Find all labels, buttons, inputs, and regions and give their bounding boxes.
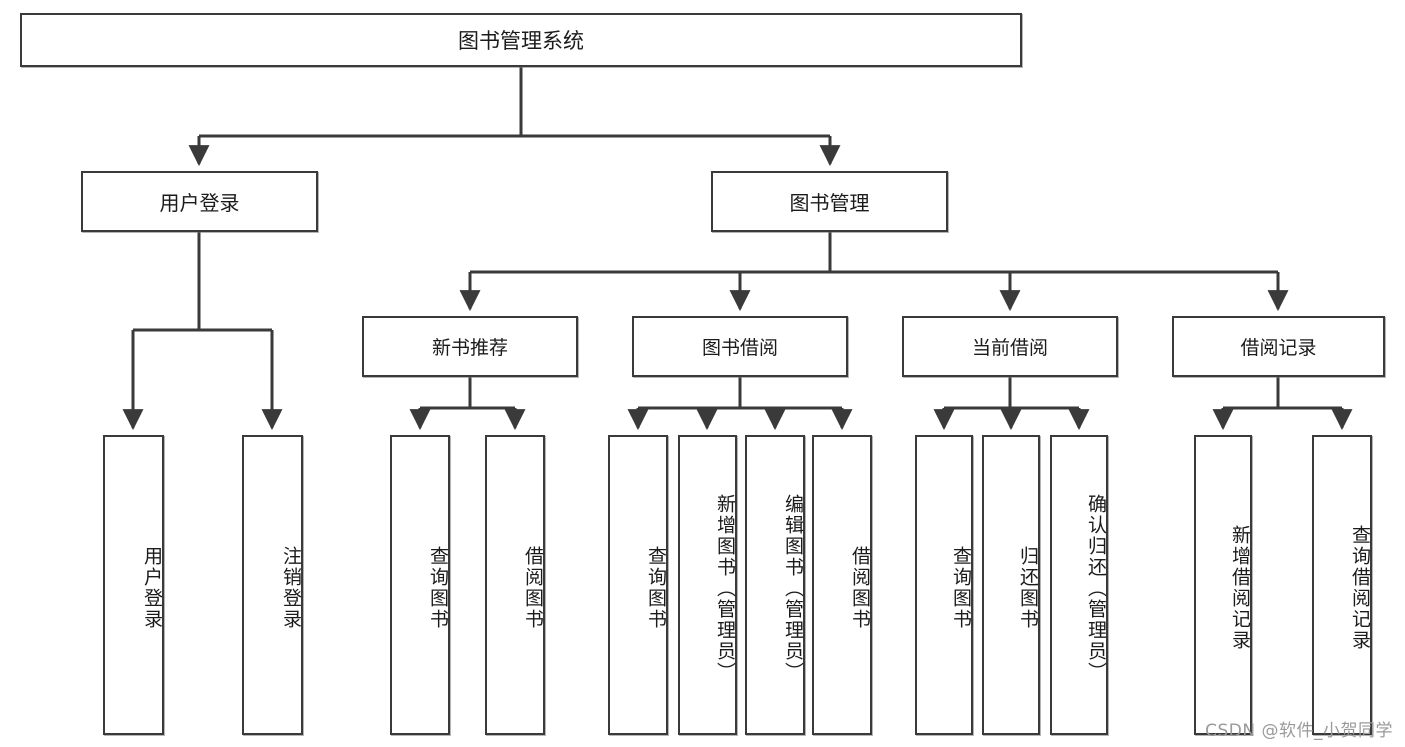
leaf-borrow-book-recommend[interactable]: 借阅图书 [485,435,545,735]
leaf-return-book[interactable]: 归还图书 [982,435,1040,735]
leaf-label: 查询图书 [645,546,667,630]
leaf-add-book-admin[interactable]: 新增图书（管理员） [678,435,737,735]
node-book-management[interactable]: 图书管理 [711,171,948,232]
leaf-label: 新增图书（管理员） [714,493,736,683]
leaf-query-book-borrow[interactable]: 查询图书 [608,435,668,735]
leaf-user-login[interactable]: 用户登录 [103,435,164,735]
leaf-logout[interactable]: 注销登录 [242,435,303,735]
leaf-label: 确认归还（管理员） [1085,493,1107,683]
leaf-label: 注销登录 [280,546,302,630]
node-borrow-record[interactable]: 借阅记录 [1172,316,1385,377]
leaf-label: 新增借阅记录 [1229,525,1251,651]
watermark: CSDN @软件_小贺同学 [1205,721,1393,741]
node-book-borrow[interactable]: 图书借阅 [632,316,848,377]
node-current-borrow[interactable]: 当前借阅 [902,316,1118,377]
node-new-book-recommend[interactable]: 新书推荐 [362,316,578,377]
leaf-query-borrow-record[interactable]: 查询借阅记录 [1312,435,1372,735]
leaf-label: 查询借阅记录 [1349,525,1371,651]
node-user-login[interactable]: 用户登录 [81,171,318,232]
leaf-label: 查询图书 [427,546,449,630]
leaf-label: 借阅图书 [849,546,871,630]
leaf-add-borrow-record[interactable]: 新增借阅记录 [1194,435,1252,735]
node-root[interactable]: 图书管理系统 [20,13,1022,67]
leaf-query-book-current[interactable]: 查询图书 [915,435,973,735]
leaf-borrow-book[interactable]: 借阅图书 [812,435,872,735]
leaf-label: 用户登录 [141,546,163,630]
leaf-label: 编辑图书（管理员） [782,493,804,683]
leaf-edit-book-admin[interactable]: 编辑图书（管理员） [745,435,805,735]
leaf-label: 查询图书 [950,546,972,630]
leaf-label: 借阅图书 [522,546,544,630]
leaf-query-book-recommend[interactable]: 查询图书 [390,435,450,735]
leaf-label: 归还图书 [1017,546,1039,630]
leaf-confirm-return-admin[interactable]: 确认归还（管理员） [1050,435,1108,735]
